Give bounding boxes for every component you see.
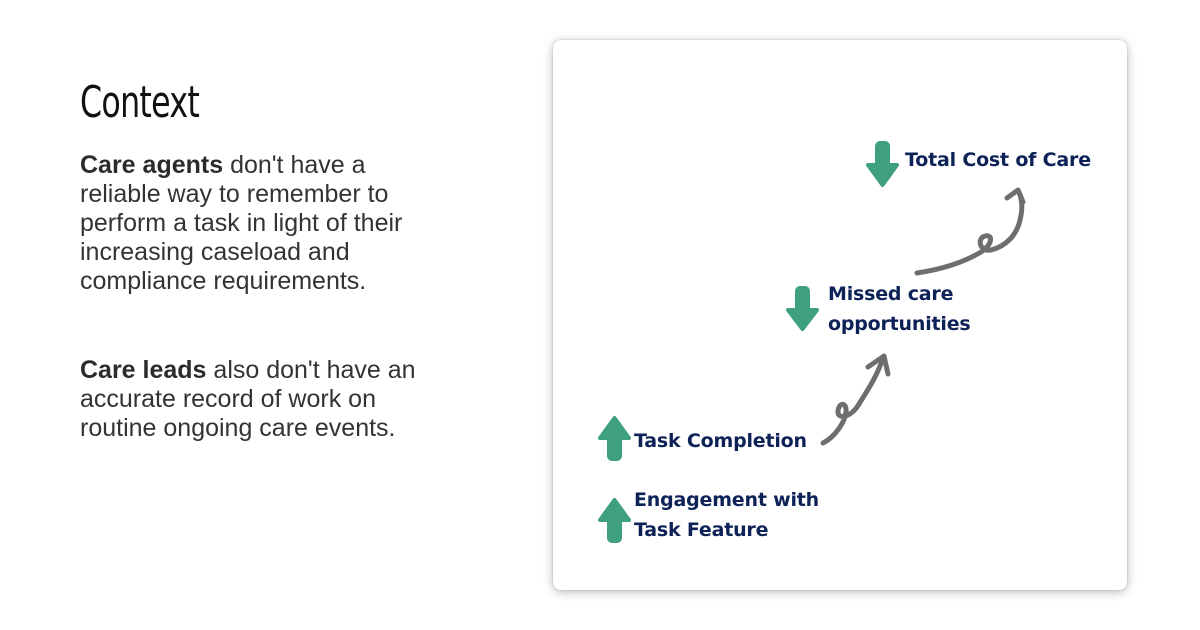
- care-leads-text: also don't have an accurate record of wo…: [80, 356, 416, 442]
- total-cost-down-arrow-icon: [866, 141, 899, 187]
- page-heading: Context: [80, 77, 200, 128]
- total-cost-of-care-label: Total Cost of Care: [905, 149, 1091, 171]
- missed-care-opportunities-label: Missed care opportunities: [828, 279, 971, 339]
- missed-care-down-arrow-icon: [786, 286, 819, 331]
- missed-care-label-line1: Missed care: [828, 283, 954, 305]
- outcome-diagram-card: Total Cost of Care Missed care opportuni…: [553, 40, 1127, 590]
- care-agents-paragraph: Care agents don't have a reliable way to…: [80, 151, 420, 296]
- care-agents-text: don't have a reliable way to remember to…: [80, 151, 403, 295]
- connector-missed-to-total: [914, 187, 1026, 276]
- task-completion-up-arrow-icon: [598, 416, 631, 461]
- engagement-with-task-feature-label: Engagement with Task Feature: [634, 485, 819, 545]
- engagement-label-line1: Engagement with: [634, 489, 819, 511]
- care-agents-term: Care agents: [80, 151, 224, 179]
- care-leads-term: Care leads: [80, 356, 207, 384]
- engagement-label-line2: Task Feature: [634, 519, 769, 541]
- engagement-up-arrow-icon: [598, 498, 631, 543]
- missed-care-label-line2: opportunities: [828, 313, 971, 335]
- outcome-diagram: [598, 141, 1026, 543]
- task-completion-label: Task Completion: [634, 430, 807, 452]
- connector-task-to-missed: [820, 353, 891, 446]
- care-leads-paragraph: Care leads also don't have an accurate r…: [80, 356, 420, 443]
